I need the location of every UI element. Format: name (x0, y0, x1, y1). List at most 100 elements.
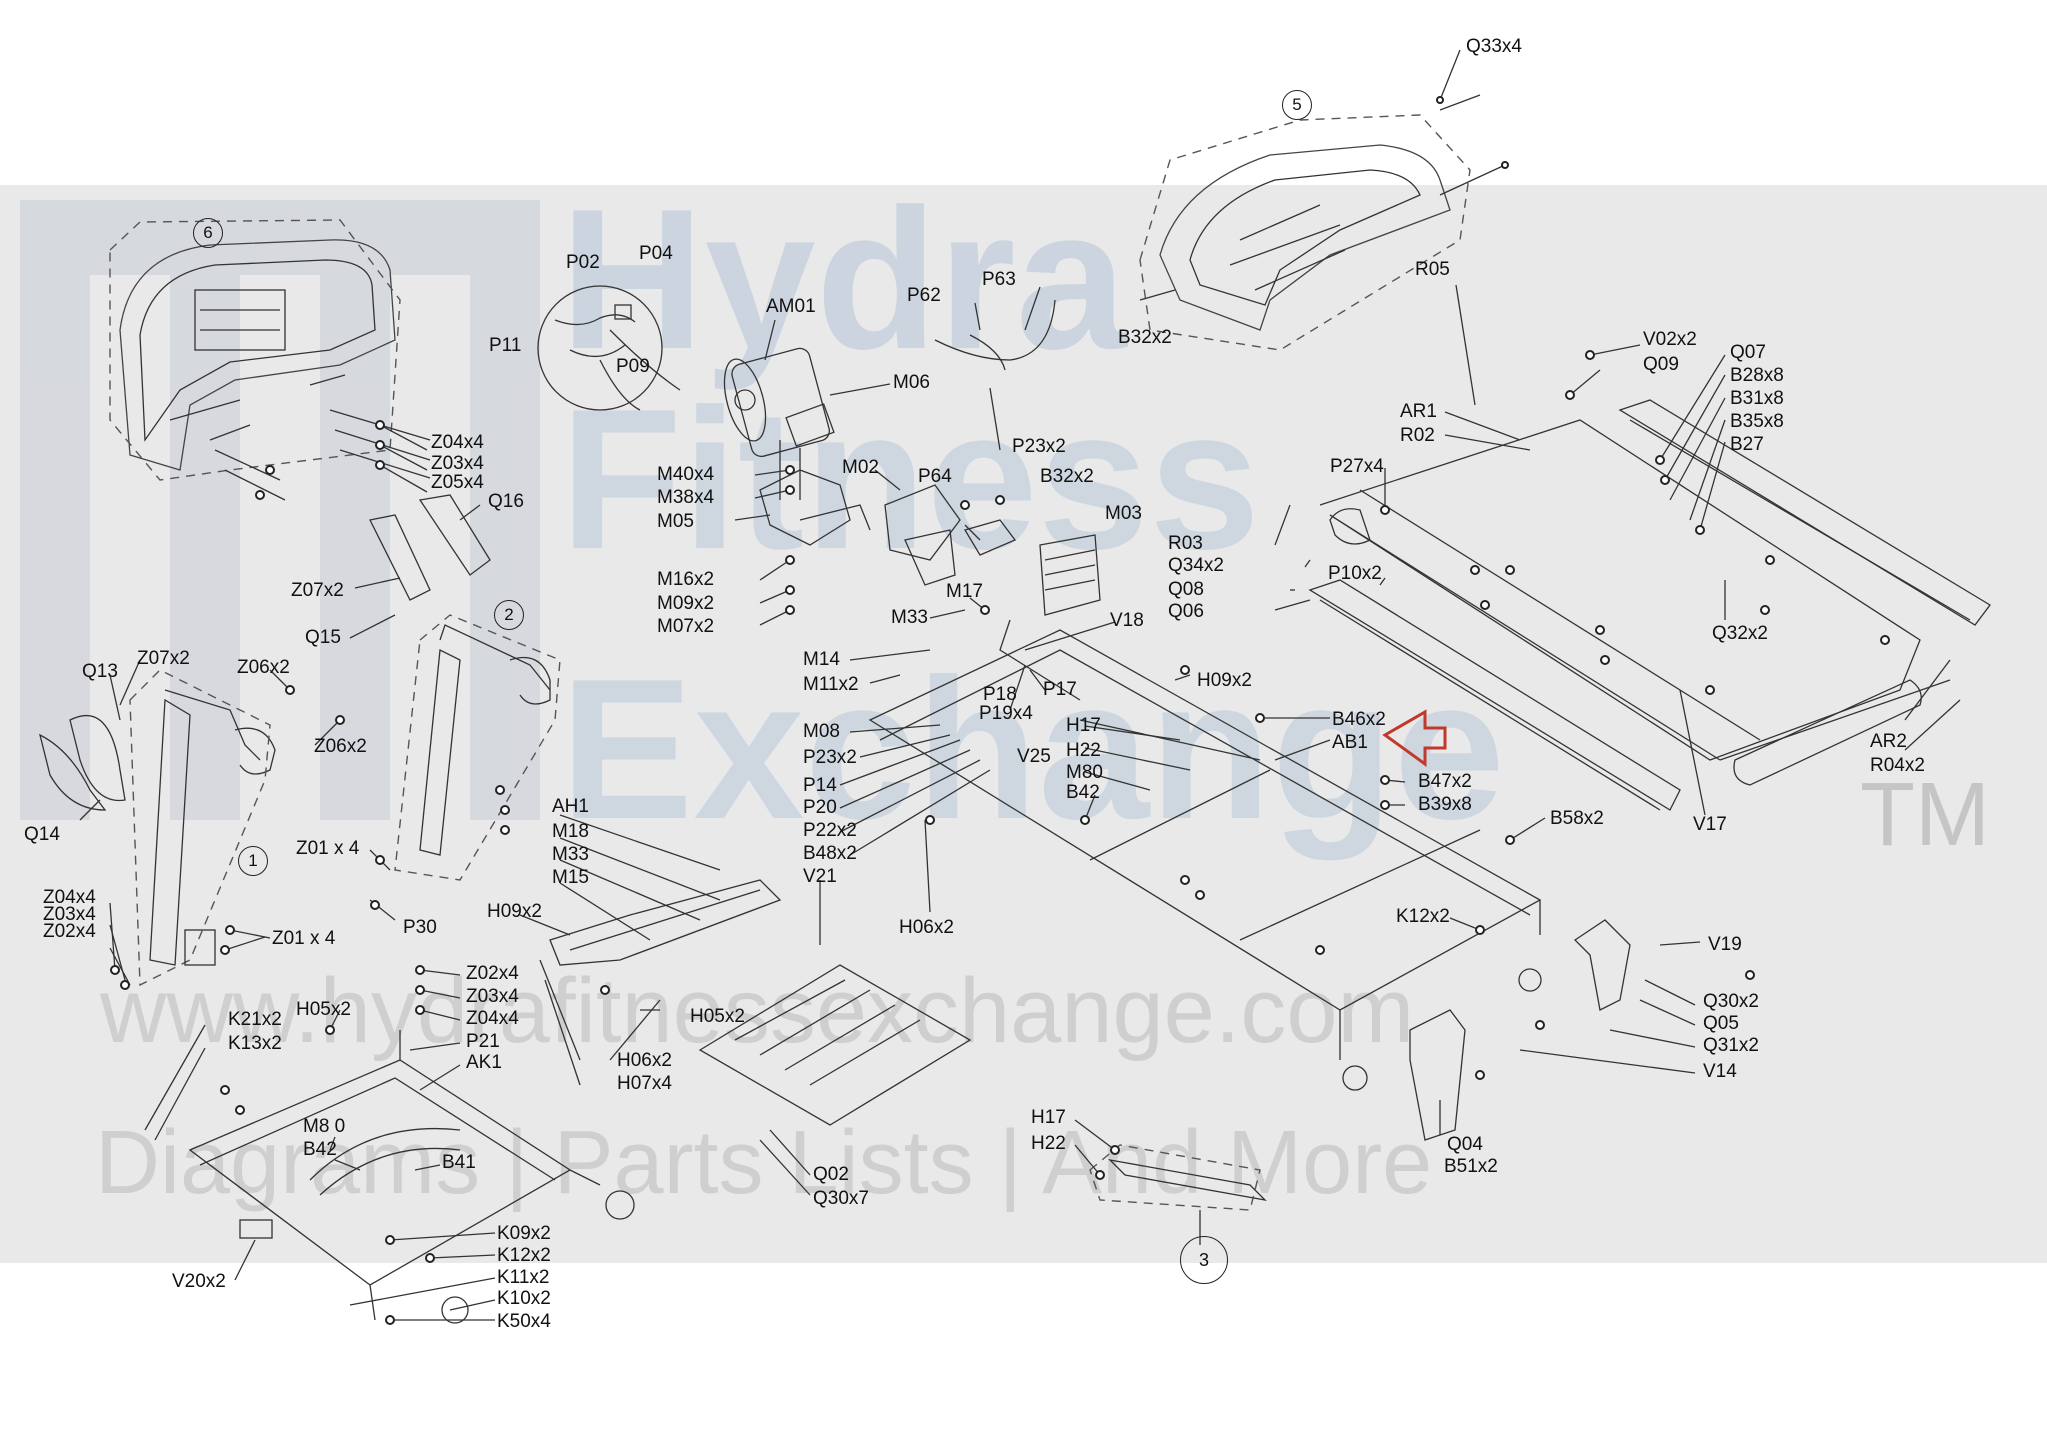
part-label: AB1 (1332, 732, 1368, 753)
part-label: H06x2 (899, 917, 954, 938)
highlight-arrow (1382, 709, 1447, 767)
part-label: K12x2 (1396, 906, 1450, 927)
part-label: K13x2 (228, 1033, 282, 1054)
watermark-h-mark (20, 200, 540, 820)
part-label: H06x2 (617, 1050, 672, 1071)
end-cap-q04 (1409, 1009, 1466, 1141)
part-label: B32x2 (1040, 466, 1094, 487)
main-frame (868, 619, 1542, 1091)
part-label: B27 (1730, 434, 1764, 455)
part-label: M16x2 (657, 569, 715, 590)
part-label: P64 (918, 466, 952, 487)
fastener-points (110, 96, 1890, 1325)
incline-motor (549, 879, 782, 966)
controller-box (884, 484, 981, 586)
base-plate (698, 964, 972, 1126)
part-label: Z04x4 (431, 432, 484, 453)
part-label: M02 (842, 457, 879, 478)
part-label: P21 (466, 1031, 500, 1052)
part-label: Q13 (82, 661, 118, 682)
part-label: AK1 (466, 1052, 502, 1073)
part-label: Q05 (1703, 1013, 1739, 1034)
part-label: Z07x2 (291, 580, 344, 601)
part-label: M80 (1066, 762, 1103, 783)
part-label: H17 (1031, 1107, 1066, 1128)
watermark-line-exchange: Exchange (560, 638, 1505, 861)
part-label: H22 (1031, 1133, 1066, 1154)
part-label: B51x2 (1444, 1156, 1498, 1177)
part-label: Q34x2 (1168, 555, 1224, 576)
part-label: H22 (1066, 740, 1101, 761)
treadmill-deck (1319, 419, 1951, 761)
part-label: B46x2 (1332, 709, 1386, 730)
part-label: AH1 (552, 796, 589, 817)
part-label: B31x8 (1730, 388, 1784, 409)
part-label: H07x4 (617, 1073, 672, 1094)
part-label: M05 (657, 511, 694, 532)
part-label: Q08 (1168, 579, 1204, 600)
part-label: AR1 (1400, 401, 1437, 422)
part-label: M40x4 (657, 464, 715, 485)
part-label: P14 (803, 775, 837, 796)
part-label: M8 0 (303, 1116, 346, 1137)
part-label: P17 (1043, 679, 1077, 700)
part-label: Z01 x 4 (272, 928, 336, 949)
base-frame (188, 1030, 635, 1324)
part-label: Z01 x 4 (296, 838, 360, 859)
end-cap-q05 (1573, 919, 1631, 1011)
part-label: Q30x7 (813, 1188, 869, 1209)
part-label: R02 (1400, 425, 1435, 446)
watermark-line-fitness: Fitness (560, 368, 1261, 591)
part-label: M14 (803, 649, 840, 670)
handle-grips (39, 494, 491, 811)
part-label: Q30x2 (1703, 991, 1759, 1012)
part-label: R05 (1415, 259, 1450, 280)
part-label: R03 (1168, 533, 1203, 554)
part-label: P11 (489, 335, 522, 356)
part-label: P23x2 (1012, 436, 1066, 457)
part-label: V20x2 (172, 1271, 226, 1292)
part-label: M09x2 (657, 593, 715, 614)
part-label: Q04 (1447, 1134, 1483, 1155)
part-label: K21x2 (228, 1009, 282, 1030)
part-label: B47x2 (1418, 771, 1472, 792)
part-label: V17 (1693, 814, 1727, 835)
part-label: H05x2 (296, 999, 351, 1020)
part-label: M33 (552, 844, 589, 865)
part-label: Z07x2 (137, 648, 190, 669)
part-label: Z06x2 (314, 736, 367, 757)
part-label: R04x2 (1870, 755, 1925, 776)
assembly-number-6: 6 (193, 218, 223, 248)
part-label: P04 (639, 243, 673, 264)
part-label: P63 (982, 269, 1016, 290)
part-label: M11x2 (803, 674, 859, 695)
part-label: P09 (616, 356, 650, 377)
part-label: Q06 (1168, 601, 1204, 622)
part-label: Q09 (1643, 354, 1679, 375)
part-label: Q32x2 (1712, 623, 1768, 644)
part-label: M08 (803, 721, 840, 742)
part-label: H05x2 (690, 1006, 745, 1027)
part-label: M15 (552, 867, 589, 888)
part-label: Q02 (813, 1164, 849, 1185)
side-rail-right (1618, 399, 1991, 626)
assembly-number-3: 3 (1180, 1236, 1228, 1284)
part-label: Z03x4 (466, 986, 519, 1007)
watermark-url: www.hydrafitnessexchange.com (100, 960, 1415, 1062)
part-label: H09x2 (1197, 670, 1252, 691)
part-label: M17 (946, 581, 983, 602)
part-label: V19 (1708, 934, 1742, 955)
watermark-tagline: Diagrams | Parts Lists | And More (95, 1113, 1433, 1213)
part-label: K11x2 (497, 1267, 550, 1288)
assembly-number-1: 1 (238, 846, 268, 876)
part-label: AR2 (1870, 731, 1907, 752)
front-roller (1329, 508, 1371, 545)
assembly-number-5: 5 (1282, 90, 1312, 120)
part-label: P22x2 (803, 820, 857, 841)
watermark-line-hydra: Hydra (560, 168, 1127, 391)
part-label: M38x4 (657, 487, 715, 508)
part-label: M18 (552, 821, 589, 842)
part-label: B35x8 (1730, 411, 1784, 432)
